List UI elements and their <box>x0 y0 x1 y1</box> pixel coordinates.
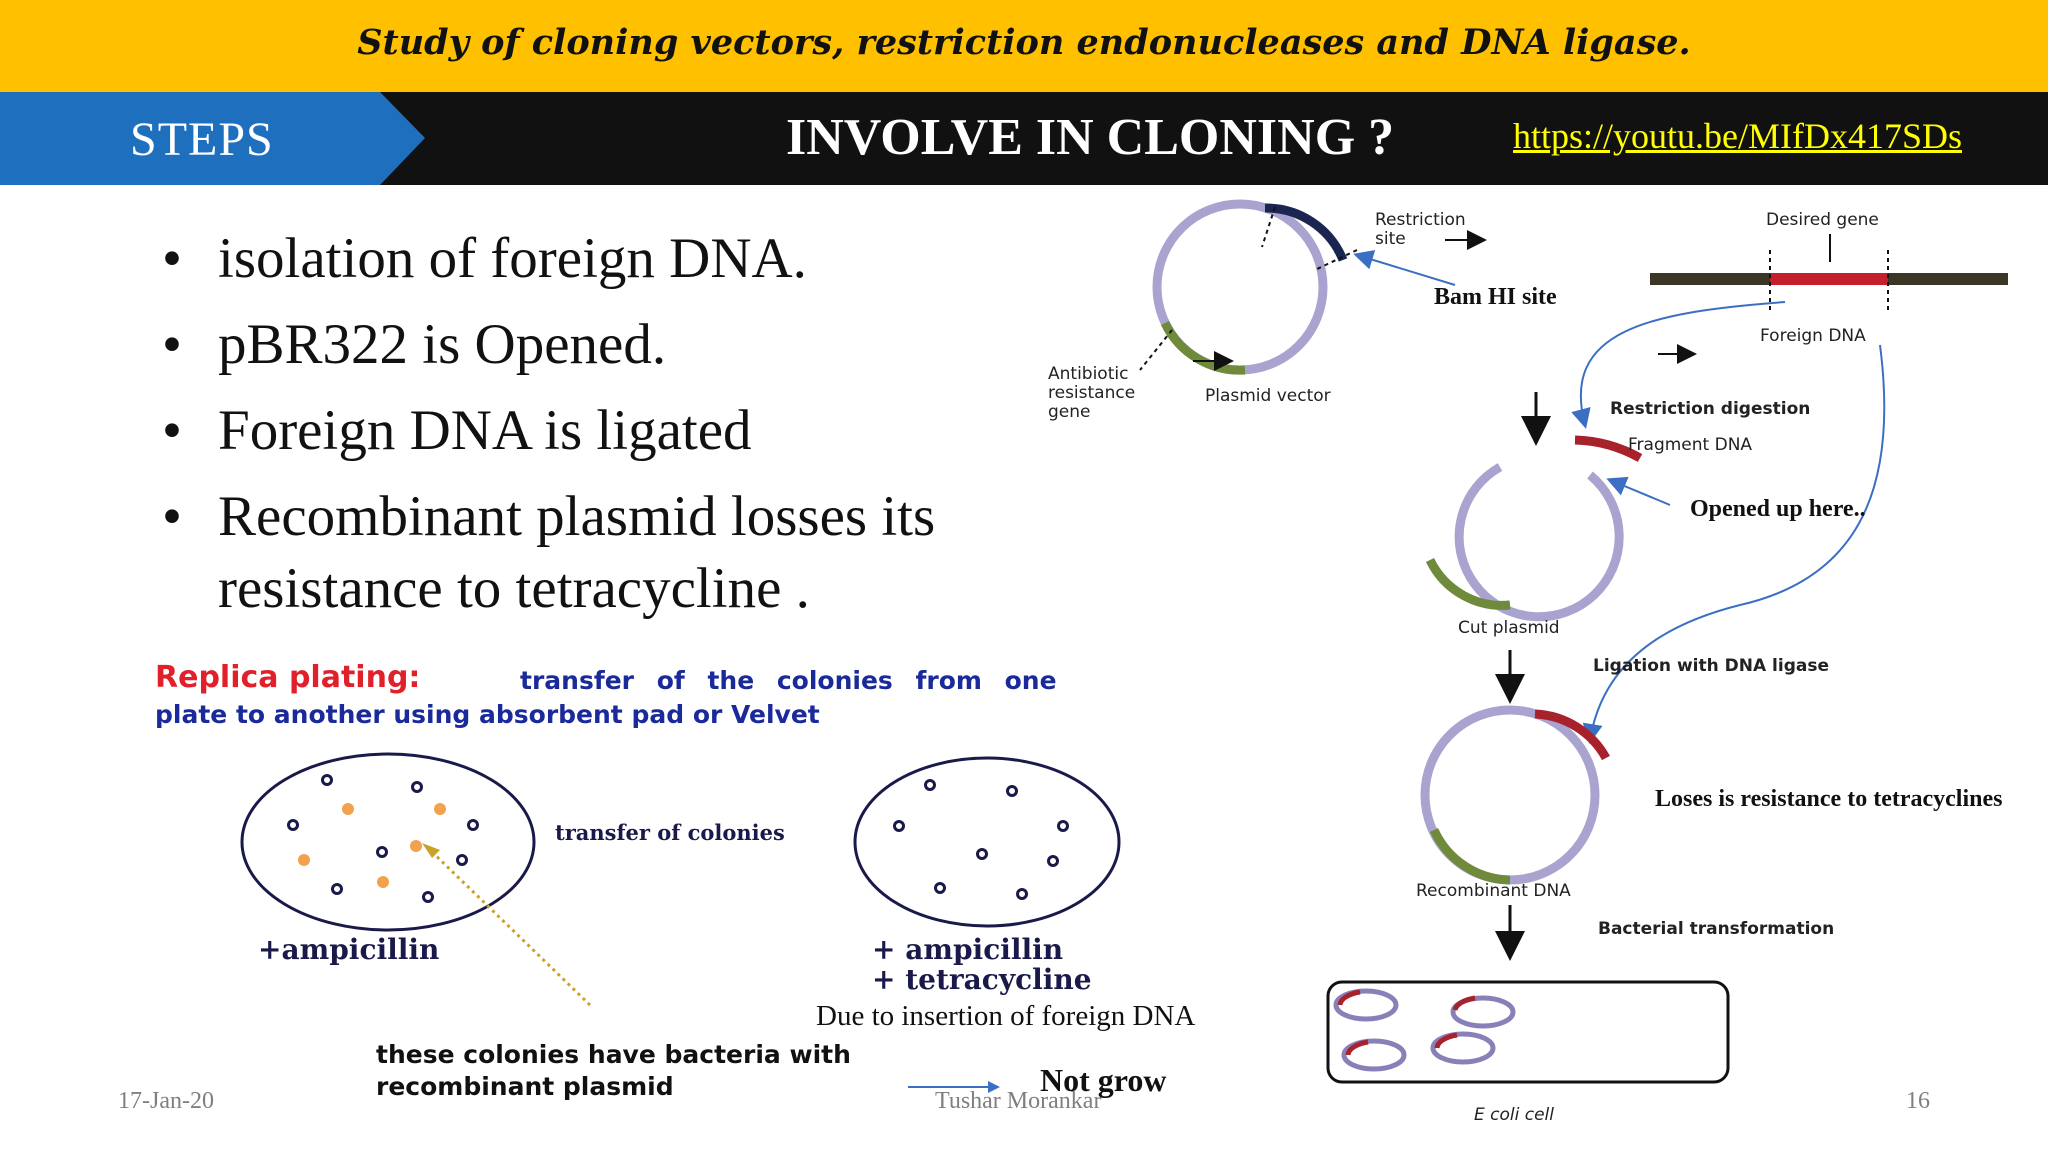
opened-up-label: Opened up here.. <box>1690 496 1866 522</box>
youtube-link[interactable]: https://youtu.be/MIfDx417SDs <box>1513 116 1963 156</box>
footer-date: 17-Jan-20 <box>118 1088 214 1114</box>
bullet-item: • isolation of foreign DNA. <box>150 216 1010 302</box>
bullet-text: pBR322 is Opened. <box>218 313 667 376</box>
bullet-text: isolation of foreign DNA. <box>218 227 807 290</box>
plasmid-vector-label: Plasmid vector <box>1205 386 1331 406</box>
not-grow-label: Not grow <box>1040 1062 1167 1098</box>
bullet-dot-icon: • <box>162 485 182 548</box>
cut-plasmid-label: Cut plasmid <box>1458 618 1560 638</box>
recombinant-dna-label: Recombinant DNA <box>1416 881 1571 901</box>
fragment-dna-icon <box>1574 435 1643 462</box>
foreign-dna-label: Foreign DNA <box>1760 326 1866 346</box>
page-heading: INVOLVE IN CLONING ? <box>786 109 1395 166</box>
transfer-colonies-label: transfer of colonies <box>555 820 785 845</box>
bullet-text: Foreign DNA is ligated <box>218 399 752 462</box>
steps-bullet-list: • isolation of foreign DNA. • pBR322 is Op… <box>150 216 1010 632</box>
replica-plating-desc-line2: plate to another using absorbent pad or … <box>155 700 820 729</box>
plate1-colonies <box>287 774 479 903</box>
bullet-dot-icon: • <box>162 313 182 376</box>
steps-label: STEPS <box>130 113 274 166</box>
plate-ampicillin-tetracycline <box>853 756 1121 928</box>
bacterial-transformation-label: Bacterial transformation <box>1598 919 1835 939</box>
plate2-label-ampicillin: + ampicillin <box>872 933 1064 966</box>
bullet-item: • pBR322 is Opened. <box>150 302 1010 388</box>
dotted-pointer-arrow <box>428 848 592 1007</box>
bullet-dot-icon: • <box>162 399 182 462</box>
fragment-dna-label: Fragment DNA <box>1628 435 1753 455</box>
slide-subject-title: Study of cloning vectors, restriction en… <box>357 22 1691 63</box>
plate1-recombinant-colonies <box>298 803 446 888</box>
ligation-label: Ligation with DNA ligase <box>1593 656 1829 676</box>
top-title-bar <box>0 0 2048 92</box>
slide-number: 16 <box>1906 1088 1930 1114</box>
loses-resistance-label: Loses is resistance to tetracyclines <box>1655 786 2003 812</box>
plate1-label: +ampicillin <box>258 933 440 966</box>
replica-plating-title: Replica plating: <box>155 660 421 695</box>
bullet-text: Recombinant plasmid losses its resistanc… <box>218 485 936 620</box>
bullet-dot-icon: • <box>162 227 182 290</box>
replica-plating-desc-line1: transfer of the colonies from one <box>520 666 1057 695</box>
bullet-item: • Foreign DNA is ligated <box>150 388 1010 474</box>
ecoli-cell-label: E coli cell <box>1474 1105 1554 1125</box>
antibiotic-resistance-gene-label: Antibiotic resistance gene <box>1048 364 1136 422</box>
plate2-colonies <box>893 779 1069 900</box>
bullet-item: • Recombinant plasmid losses its resistan… <box>150 474 1010 632</box>
cut-plasmid-icon <box>1425 463 1624 622</box>
bamhi-site-label: Bam HI site <box>1434 284 1557 310</box>
steps-arrow-shape <box>0 92 425 185</box>
ecoli-cell-icon <box>1326 980 1730 1084</box>
insertion-note: Due to insertion of foreign DNA <box>816 1000 1196 1032</box>
plasmid-vector-icon <box>1139 199 1358 375</box>
plate-ampicillin <box>240 752 536 932</box>
colonies-note-line2: recombinant plasmid <box>376 1072 674 1101</box>
plate2-label-tetracycline: + tetracycline <box>872 963 1092 996</box>
desired-gene-label: Desired gene <box>1766 210 1879 230</box>
restriction-digestion-label: Restriction digestion <box>1610 399 1811 419</box>
restriction-site-label: Restriction site <box>1375 210 1466 249</box>
footer-author: Tushar Morankar <box>935 1088 1102 1114</box>
foreign-dna-icon <box>1650 234 2008 310</box>
colonies-note-line1: these colonies have bacteria with <box>376 1040 851 1069</box>
recombinant-dna-icon <box>1420 705 1610 885</box>
